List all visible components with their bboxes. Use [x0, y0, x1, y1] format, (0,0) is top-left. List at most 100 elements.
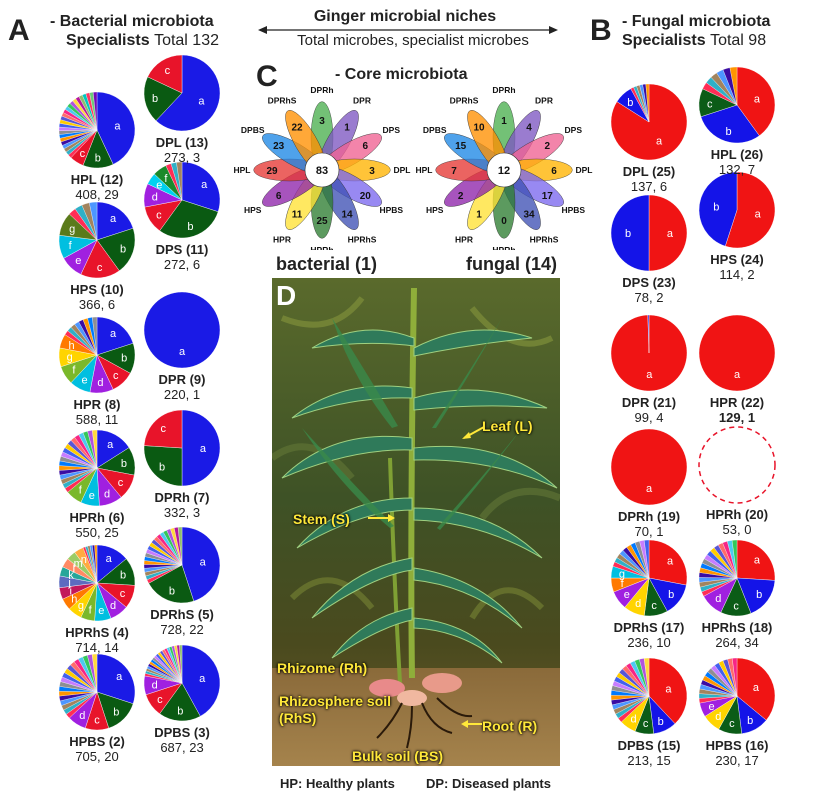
panel-a-total: Total 132 — [154, 32, 219, 49]
bacterial-venn-petal-value: 3 — [319, 116, 325, 127]
bacterial-pie-name: HPR (8) — [73, 397, 121, 412]
fungal-pie-8-slice-label: g — [619, 569, 625, 581]
panel-b-letter: B — [590, 14, 612, 47]
panel-b-total: Total 98 — [710, 32, 767, 49]
fungal-pie-10-slice-label: d — [631, 714, 637, 726]
bacterial-pie-name: HPBS (2) — [69, 734, 125, 749]
bacterial-pie-10-slice-a — [96, 653, 136, 704]
footer-hp: HP: Healthy plants — [280, 776, 395, 791]
bacterial-pie-9-slice-label: b — [169, 585, 175, 597]
root-label: Root (R) — [482, 718, 538, 734]
fungal-pie-1-slice-label: c — [707, 98, 713, 110]
fungal-pie-9-slice-b — [736, 577, 776, 614]
bacterial-venn-petal-value: 23 — [273, 141, 285, 152]
fungal-venn-petal-value: 10 — [473, 123, 485, 134]
fungal-pie-1-slice-b — [700, 104, 760, 144]
bacterial-pie-7-slice-a — [181, 409, 221, 487]
fungal-pie-count: 129, 1 — [718, 410, 756, 425]
bacterial-pie-name: HPRh (6) — [69, 510, 125, 525]
bacterial-pie-1: a b c — [143, 54, 221, 132]
fungal-venn-petal-value: 15 — [455, 141, 467, 152]
bacterial-pie-9-slice-minor — [177, 526, 183, 566]
fungal-pie-4-slice-label: a — [646, 369, 653, 381]
fungal-pie-8-slice-label: c — [651, 600, 657, 612]
bacterial-pie-9-slice-label: a — [200, 557, 207, 569]
fungal-venn-petal-name: DPRhS — [450, 96, 479, 106]
fungal-pie-name: DPL (25) — [622, 164, 676, 179]
bacterial-pie-6-slice-minor — [92, 429, 98, 469]
bacterial-pie-0-slice-label: a — [114, 120, 121, 132]
bacterial-venn-petal-name: DPL — [394, 165, 411, 175]
fungal-pie-8-slice-minor — [644, 539, 650, 579]
fungal-pie-8-slice-label: a — [667, 556, 674, 568]
bacterial-pie-4-slice-label: e — [82, 374, 88, 386]
bacterial-pie-name: HPL (12) — [70, 172, 124, 187]
bacterial-pie-0-slice-label: c — [80, 148, 86, 160]
bacterial-pie-0: abc — [58, 91, 136, 169]
fungal-pie-10-slice-label: a — [665, 683, 672, 695]
bacterial-venn-petal-value: 14 — [341, 209, 353, 220]
fungal-venn-petal-name: HPRh — [492, 245, 515, 250]
fungal-pie-3-slice-a — [725, 171, 776, 249]
bacterial-pie-1-slice-label: c — [165, 65, 171, 77]
bacterial-pie-count: 366, 6 — [78, 297, 116, 312]
fungal-pie-10-slice-label: c — [643, 718, 649, 730]
panel-c-title: - Core microbiota — [335, 66, 468, 83]
fungal-venn-petal-name: HPL — [416, 165, 433, 175]
bacterial-pie-1-slice-label: b — [152, 93, 158, 105]
bacterial-venn-petal-name: HPBS — [379, 205, 403, 215]
fungal-venn-petal-value: 17 — [542, 191, 554, 202]
bacterial-pie-8-slice-label: n — [81, 554, 87, 566]
fungal-pie-name: HPR (22) — [709, 395, 765, 410]
bacterial-pie-7-slice-b — [143, 445, 183, 487]
fungal-pie-9-slice-minor — [731, 539, 738, 579]
bacterial-pie-1-slice-label: a — [198, 96, 205, 108]
fungal-pie-1-slice-label: b — [725, 126, 731, 138]
fungal-pie-6-slice-a — [610, 428, 688, 506]
fungal-pie-8-slice-a — [648, 539, 688, 586]
panel-a-subtitle: Specialists Total 132 — [66, 32, 219, 50]
fungal-pie-4: a — [610, 314, 688, 392]
fungal-pie-name: DPRh (19) — [617, 509, 681, 524]
fungal-pie-10-slice-label: b — [658, 716, 664, 728]
bacterial-pie-5-slice-label: a — [179, 346, 186, 358]
fungal-venn-petal-name: DPL — [576, 165, 593, 175]
bacterial-pie-5-slice-a — [143, 291, 221, 369]
bacterial-pie-count: 332, 3 — [163, 505, 201, 520]
bacterial-pie-8-slice-label: j — [67, 577, 70, 589]
bacterial-pie-7: abc — [143, 409, 221, 487]
bacterial-pie-10-slice-label: d — [79, 710, 85, 722]
bacterial-pie-6-slice-label: d — [104, 488, 110, 500]
fungal-pie-name: DPR (21) — [621, 395, 677, 410]
fungal-pie-2-slice-b — [610, 194, 650, 272]
fungal-pie-10-slice-minor — [643, 657, 650, 697]
bacterial-venn-petal-value: 22 — [291, 123, 303, 134]
fungal-pie-2: ab — [610, 194, 688, 272]
bacterial-pie-3-slice-minor — [176, 161, 183, 201]
fungal-pie-5-slice-a — [698, 314, 776, 392]
bacterial-pie-9-slice-b — [148, 564, 194, 604]
fungal-venn-petal-name: DPRh — [492, 85, 515, 95]
bacterial-pie-8-slice-label: a — [106, 553, 113, 565]
panel-b-subtitle: Specialists Total 98 — [622, 32, 766, 50]
bacterial-pie-count: 272, 6 — [163, 257, 201, 272]
niches-subtitle: Total microbes, specialist microbes — [297, 32, 529, 49]
fungal-venn-petal-name: DPBS — [423, 125, 447, 135]
bacterial-pie-name: HPS (10) — [70, 282, 124, 297]
niches-title: Ginger microbial niches — [313, 8, 497, 25]
fungal-venn-center-value: 12 — [498, 165, 510, 177]
fungal-pie-6: a — [610, 428, 688, 506]
fungal-pie-name: DPRhS (17) — [613, 620, 685, 635]
bacterial-pie-9-slice-a — [181, 526, 221, 602]
bacterial-pie-6-slice-label: b — [121, 458, 127, 470]
fungal-pie-0-slice-label: a — [656, 135, 663, 147]
fungal-pie-3: ab — [698, 171, 776, 249]
stem-arrow — [368, 514, 395, 522]
bacterial-pie-8-slice-label: f — [89, 605, 93, 617]
fungal-pie-count: 70, 1 — [634, 524, 664, 539]
fungal-pie-11-slice-label: d — [715, 711, 721, 723]
fungal-pie-2-slice-a — [648, 194, 688, 272]
fungal-pie-count: 78, 2 — [634, 290, 664, 305]
